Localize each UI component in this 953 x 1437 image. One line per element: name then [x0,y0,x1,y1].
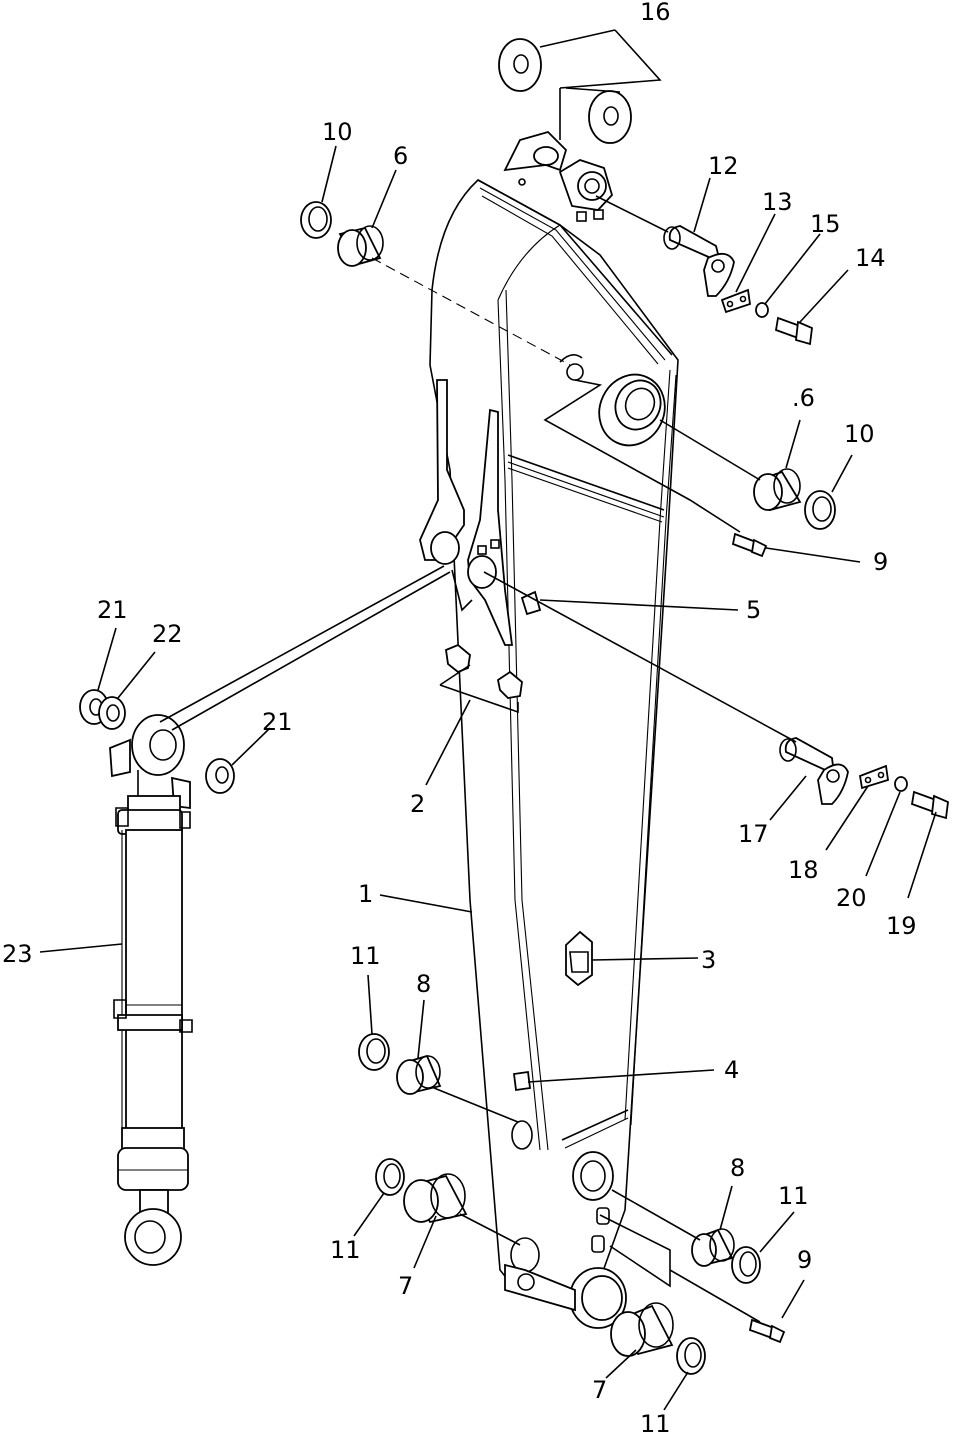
callout-21-right: 21 [262,708,293,736]
leader-lines [39,29,937,1411]
callout-7: 7 [398,1272,413,1300]
callout-16: 16 [640,0,671,26]
callout-labels: 16 10 6 12 13 15 14 .6 10 9 5 21 22 21 2… [2,0,917,1437]
callout-18: 18 [788,856,819,884]
shim-top-left [498,38,542,92]
callout-8-right: 8 [730,1154,745,1182]
callout-23: 23 [2,940,33,968]
callout-13: 13 [762,188,793,216]
callout-17: 17 [738,820,769,848]
callout-2: 2 [410,790,425,818]
callout-22: 22 [152,620,183,648]
callout-4: 4 [724,1056,739,1084]
arm-body [419,130,679,1329]
shim-top-right [588,90,632,144]
callout-5: 5 [746,596,761,624]
callout-3: 3 [701,946,716,974]
callout-6: 6 [393,142,408,170]
callout-21: 21 [97,596,128,624]
cylinder [109,714,193,1266]
callout-9-low: 9 [797,1246,812,1274]
callout-1: 1 [358,880,373,908]
callout-10-right: 10 [844,420,875,448]
parts-set [79,38,949,1375]
callout-8: 8 [416,970,431,998]
callout-11: 11 [350,942,381,970]
callout-11-right: 11 [778,1182,809,1210]
callout-14: 14 [855,244,886,272]
callout-9: 9 [873,548,888,576]
callout-10: 10 [322,118,353,146]
callout-11-left-low: 11 [330,1236,361,1264]
callout-6-right: .6 [792,384,815,412]
callout-15: 15 [810,210,841,238]
callout-11-bottom: 11 [640,1410,671,1437]
callout-19: 19 [886,912,917,940]
callout-7-right: 7 [592,1376,607,1404]
callout-12: 12 [708,152,739,180]
callout-20: 20 [836,884,867,912]
